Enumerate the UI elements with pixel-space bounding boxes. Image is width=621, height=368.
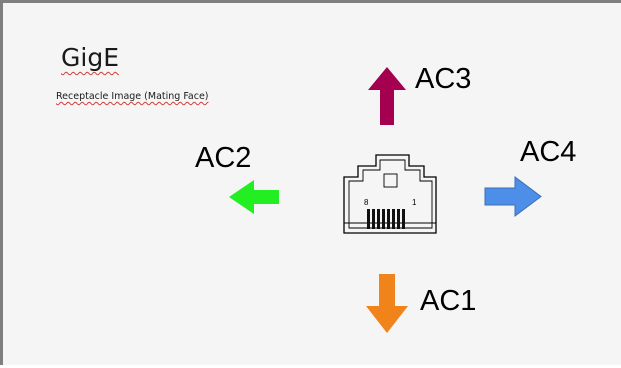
pin-8-label: 8 xyxy=(364,198,369,207)
ac1-label: AC1 xyxy=(420,285,477,317)
page-title: GigE xyxy=(61,43,119,72)
connector-diagram: 8 1 xyxy=(229,67,542,333)
ac4-label: AC4 xyxy=(520,136,577,168)
rj45-pins xyxy=(367,209,405,229)
ac2-label: AC2 xyxy=(195,142,252,174)
page-subtitle: Receptacle Image (Mating Face) xyxy=(56,91,209,102)
ac2-arrow-left xyxy=(229,180,279,214)
pin-1-label: 1 xyxy=(412,198,417,207)
ac3-label: AC3 xyxy=(415,63,472,95)
ac1-arrow-down xyxy=(366,274,408,333)
ac3-arrow-up xyxy=(368,67,406,125)
rj45-receptacle xyxy=(343,154,437,234)
ac4-arrow-right xyxy=(484,176,542,217)
